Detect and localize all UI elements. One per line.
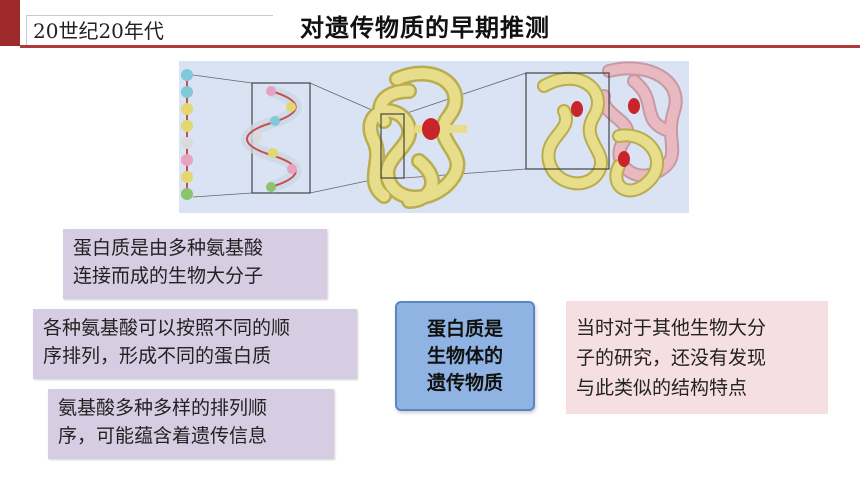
note-line: 蛋白质是由多种氨基酸 — [73, 237, 264, 259]
header-divider — [20, 45, 860, 48]
header-accent-bar — [0, 0, 20, 46]
slide-title: 对遗传物质的早期推测 — [300, 14, 550, 42]
conclusion-box: 蛋白质是 生物体的 遗传物质 — [395, 301, 535, 411]
tertiary-structure-fold — [362, 65, 467, 209]
era-label: 20世纪20年代 — [26, 15, 273, 46]
side-note-line: 与此类似的结构特点 — [576, 377, 748, 399]
note-genetic-information: 氨基酸多种多样的排列顺 序，可能蕴含着遗传信息 — [48, 389, 334, 459]
primary-structure-chain — [181, 69, 193, 200]
note-line: 序排列，形成不同的蛋白质 — [43, 345, 272, 367]
quaternary-structure-assembly — [525, 61, 683, 198]
side-note-line: 当时对于其他生物大分 — [576, 317, 767, 339]
conclusion-line: 蛋白质是 — [426, 317, 503, 340]
protein-structure-figure — [179, 61, 689, 213]
note-line: 序，可能蕴含着遗传信息 — [58, 425, 268, 447]
note-amino-acid-composition: 蛋白质是由多种氨基酸 连接而成的生物大分子 — [63, 229, 327, 299]
note-line: 各种氨基酸可以按照不同的顺 — [43, 317, 291, 339]
conclusion-line: 遗传物质 — [426, 371, 503, 394]
secondary-structure-helix — [241, 82, 311, 194]
note-line: 连接而成的生物大分子 — [73, 265, 264, 287]
note-line: 氨基酸多种多样的排列顺 — [58, 397, 268, 419]
conclusion-line: 生物体的 — [426, 344, 503, 367]
protein-structure-illustration — [181, 61, 683, 209]
note-amino-acid-sequence: 各种氨基酸可以按照不同的顺 序排列，形成不同的蛋白质 — [33, 309, 357, 379]
side-note-line: 子的研究，还没有发现 — [576, 347, 767, 369]
side-note-box: 当时对于其他生物大分 子的研究，还没有发现 与此类似的结构特点 — [566, 301, 828, 414]
